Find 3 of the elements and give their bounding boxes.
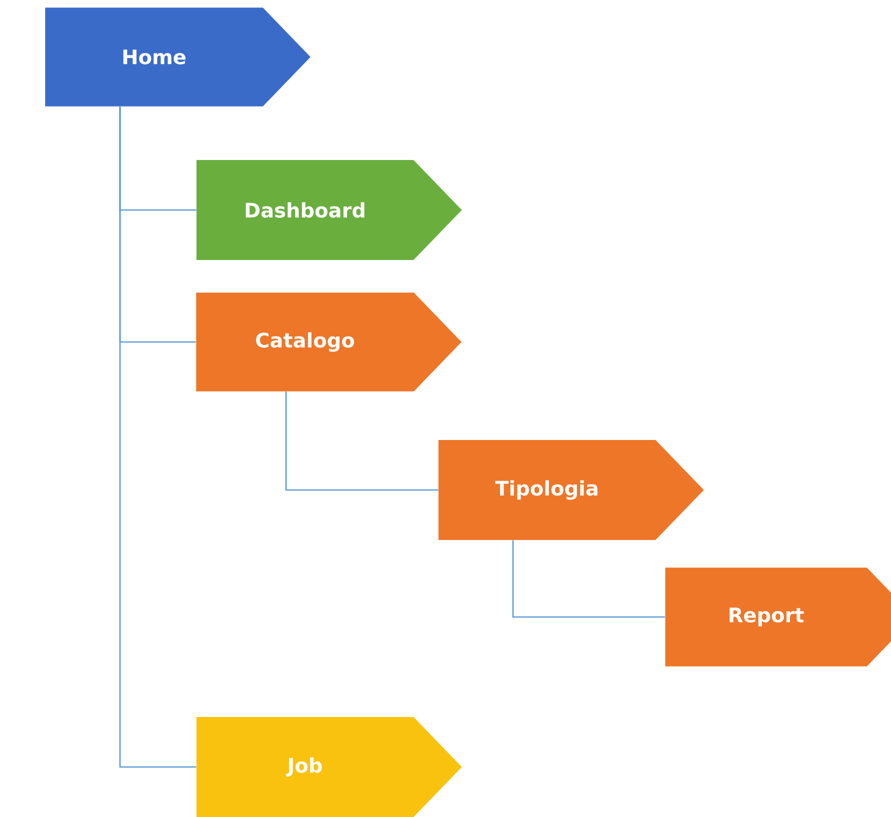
connector-line [512,540,665,618]
connector-line [285,392,438,491]
connector-line [119,106,196,768]
